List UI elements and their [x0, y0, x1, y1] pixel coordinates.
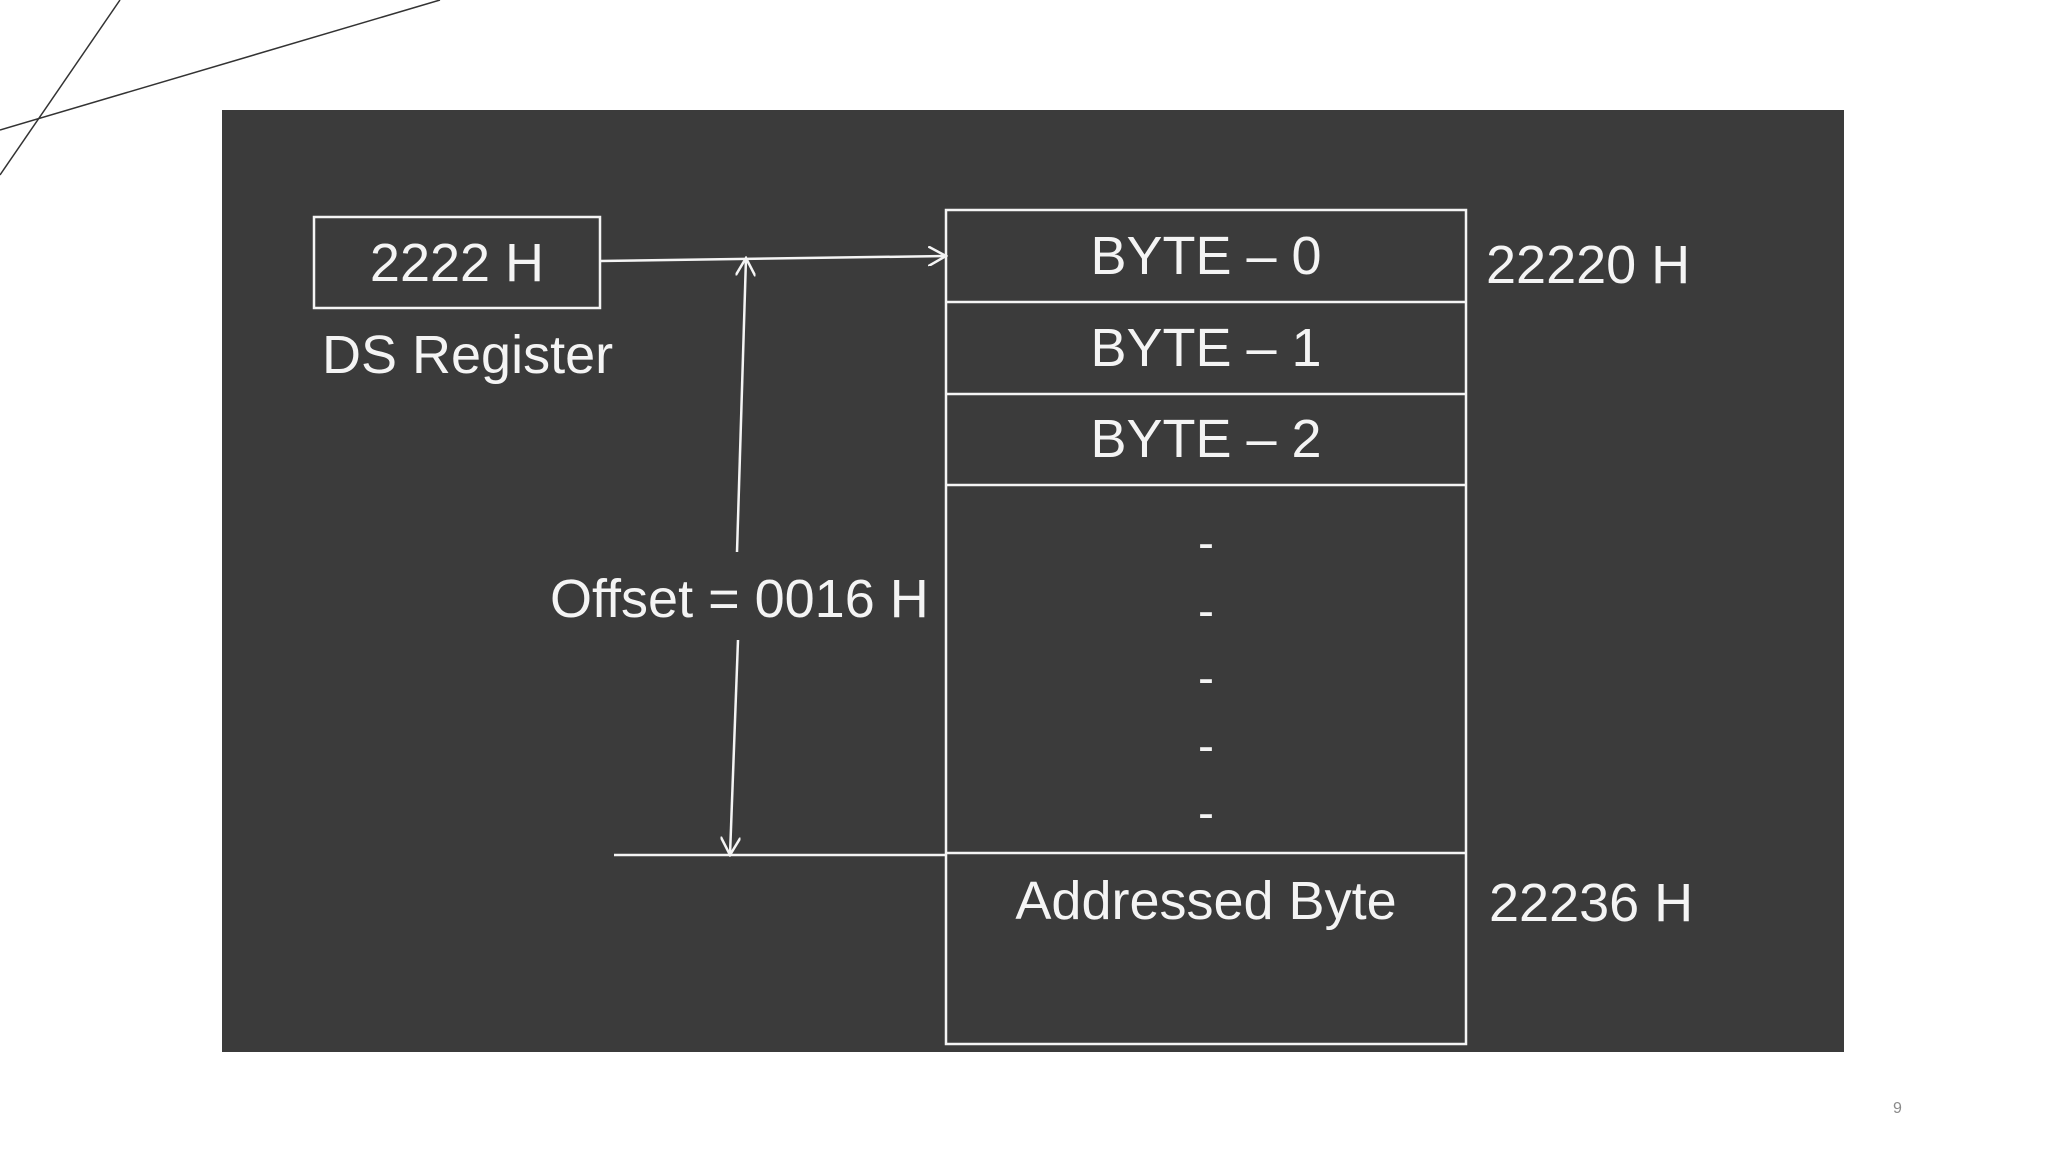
memory-addressing-diagram: 2222 H DS Register Offset = 0016 H BYTE … [222, 110, 1844, 1052]
register-name: DS Register [322, 325, 614, 385]
ds-register-box [312, 215, 602, 310]
decorative-line [0, 0, 121, 176]
offset-arrow-lower [730, 639, 738, 855]
memory-column [944, 208, 1468, 1046]
ellipsis-mark: - [1198, 585, 1214, 638]
memory-cell-byte-0: BYTE – 0 [1090, 226, 1322, 286]
memory-cell-byte-1: BYTE – 1 [1090, 318, 1322, 378]
memory-cell-byte-2: BYTE – 2 [1090, 409, 1322, 469]
register-value: 2222 H [369, 233, 545, 293]
start-address: 22220 H [1486, 235, 1691, 295]
diagram-lines [312, 208, 1468, 1046]
decorative-line [0, 0, 441, 131]
offset-label: Offset = 0016 H [550, 569, 929, 629]
addressed-byte-cell: Addressed Byte [1015, 871, 1397, 931]
ellipsis-mark: - [1198, 720, 1214, 773]
offset-arrow-upper [737, 258, 746, 553]
ellipsis-mark: - [1198, 787, 1214, 840]
page-number: 9 [1893, 1100, 1902, 1117]
ellipsis-mark: - [1198, 517, 1214, 570]
pointer-arrow [599, 256, 946, 261]
end-address: 22236 H [1489, 873, 1694, 933]
decorative-corner-lines [0, 0, 441, 176]
ellipsis-mark: - [1198, 652, 1214, 705]
